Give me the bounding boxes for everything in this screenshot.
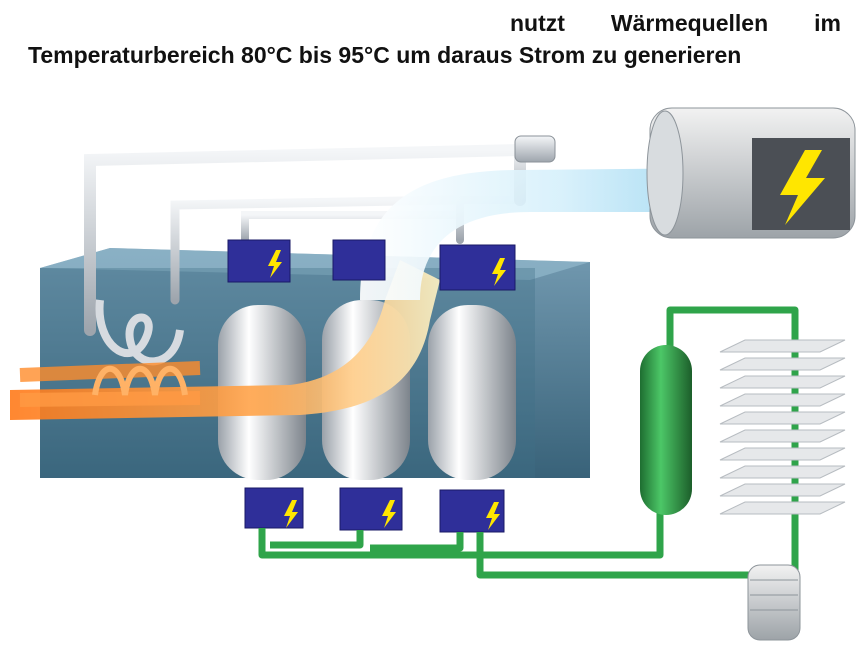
pump (747, 564, 801, 641)
generator (646, 107, 856, 239)
pipe-nozzle (514, 135, 556, 163)
caption-word-waermequellen: Wärmequellen (610, 9, 769, 36)
caption-word-im: im (814, 9, 841, 36)
bottom-connectors (244, 487, 505, 533)
orc-system-diagram (10, 107, 856, 641)
connector-box (244, 487, 304, 529)
caption-line-2: Temperaturbereich 80°C bis 95°C um darau… (28, 42, 742, 68)
caption-word-nutzt: nutzt (510, 9, 565, 36)
lightning-bolt-icon (492, 258, 506, 286)
connector-box (439, 244, 516, 291)
lightning-bolt-icon (382, 500, 396, 528)
caption: nutzt Wärmequellen im Temperaturbereich … (0, 0, 856, 80)
connector-box (439, 489, 505, 533)
caption-line-1: nutzt Wärmequellen im (510, 8, 841, 38)
lightning-bolt-icon (486, 502, 500, 530)
connector-box (227, 239, 291, 283)
condenser-fins (719, 339, 846, 515)
receiver-vessel (640, 345, 692, 515)
lightning-bolt-icon (780, 150, 825, 225)
heat-flow (10, 260, 440, 420)
connector-box (332, 239, 386, 281)
connector-box (339, 487, 403, 531)
pipe-coil (95, 299, 184, 366)
top-connectors (227, 239, 516, 291)
lightning-bolt-icon (284, 500, 298, 528)
lightning-bolt-icon (268, 250, 282, 278)
